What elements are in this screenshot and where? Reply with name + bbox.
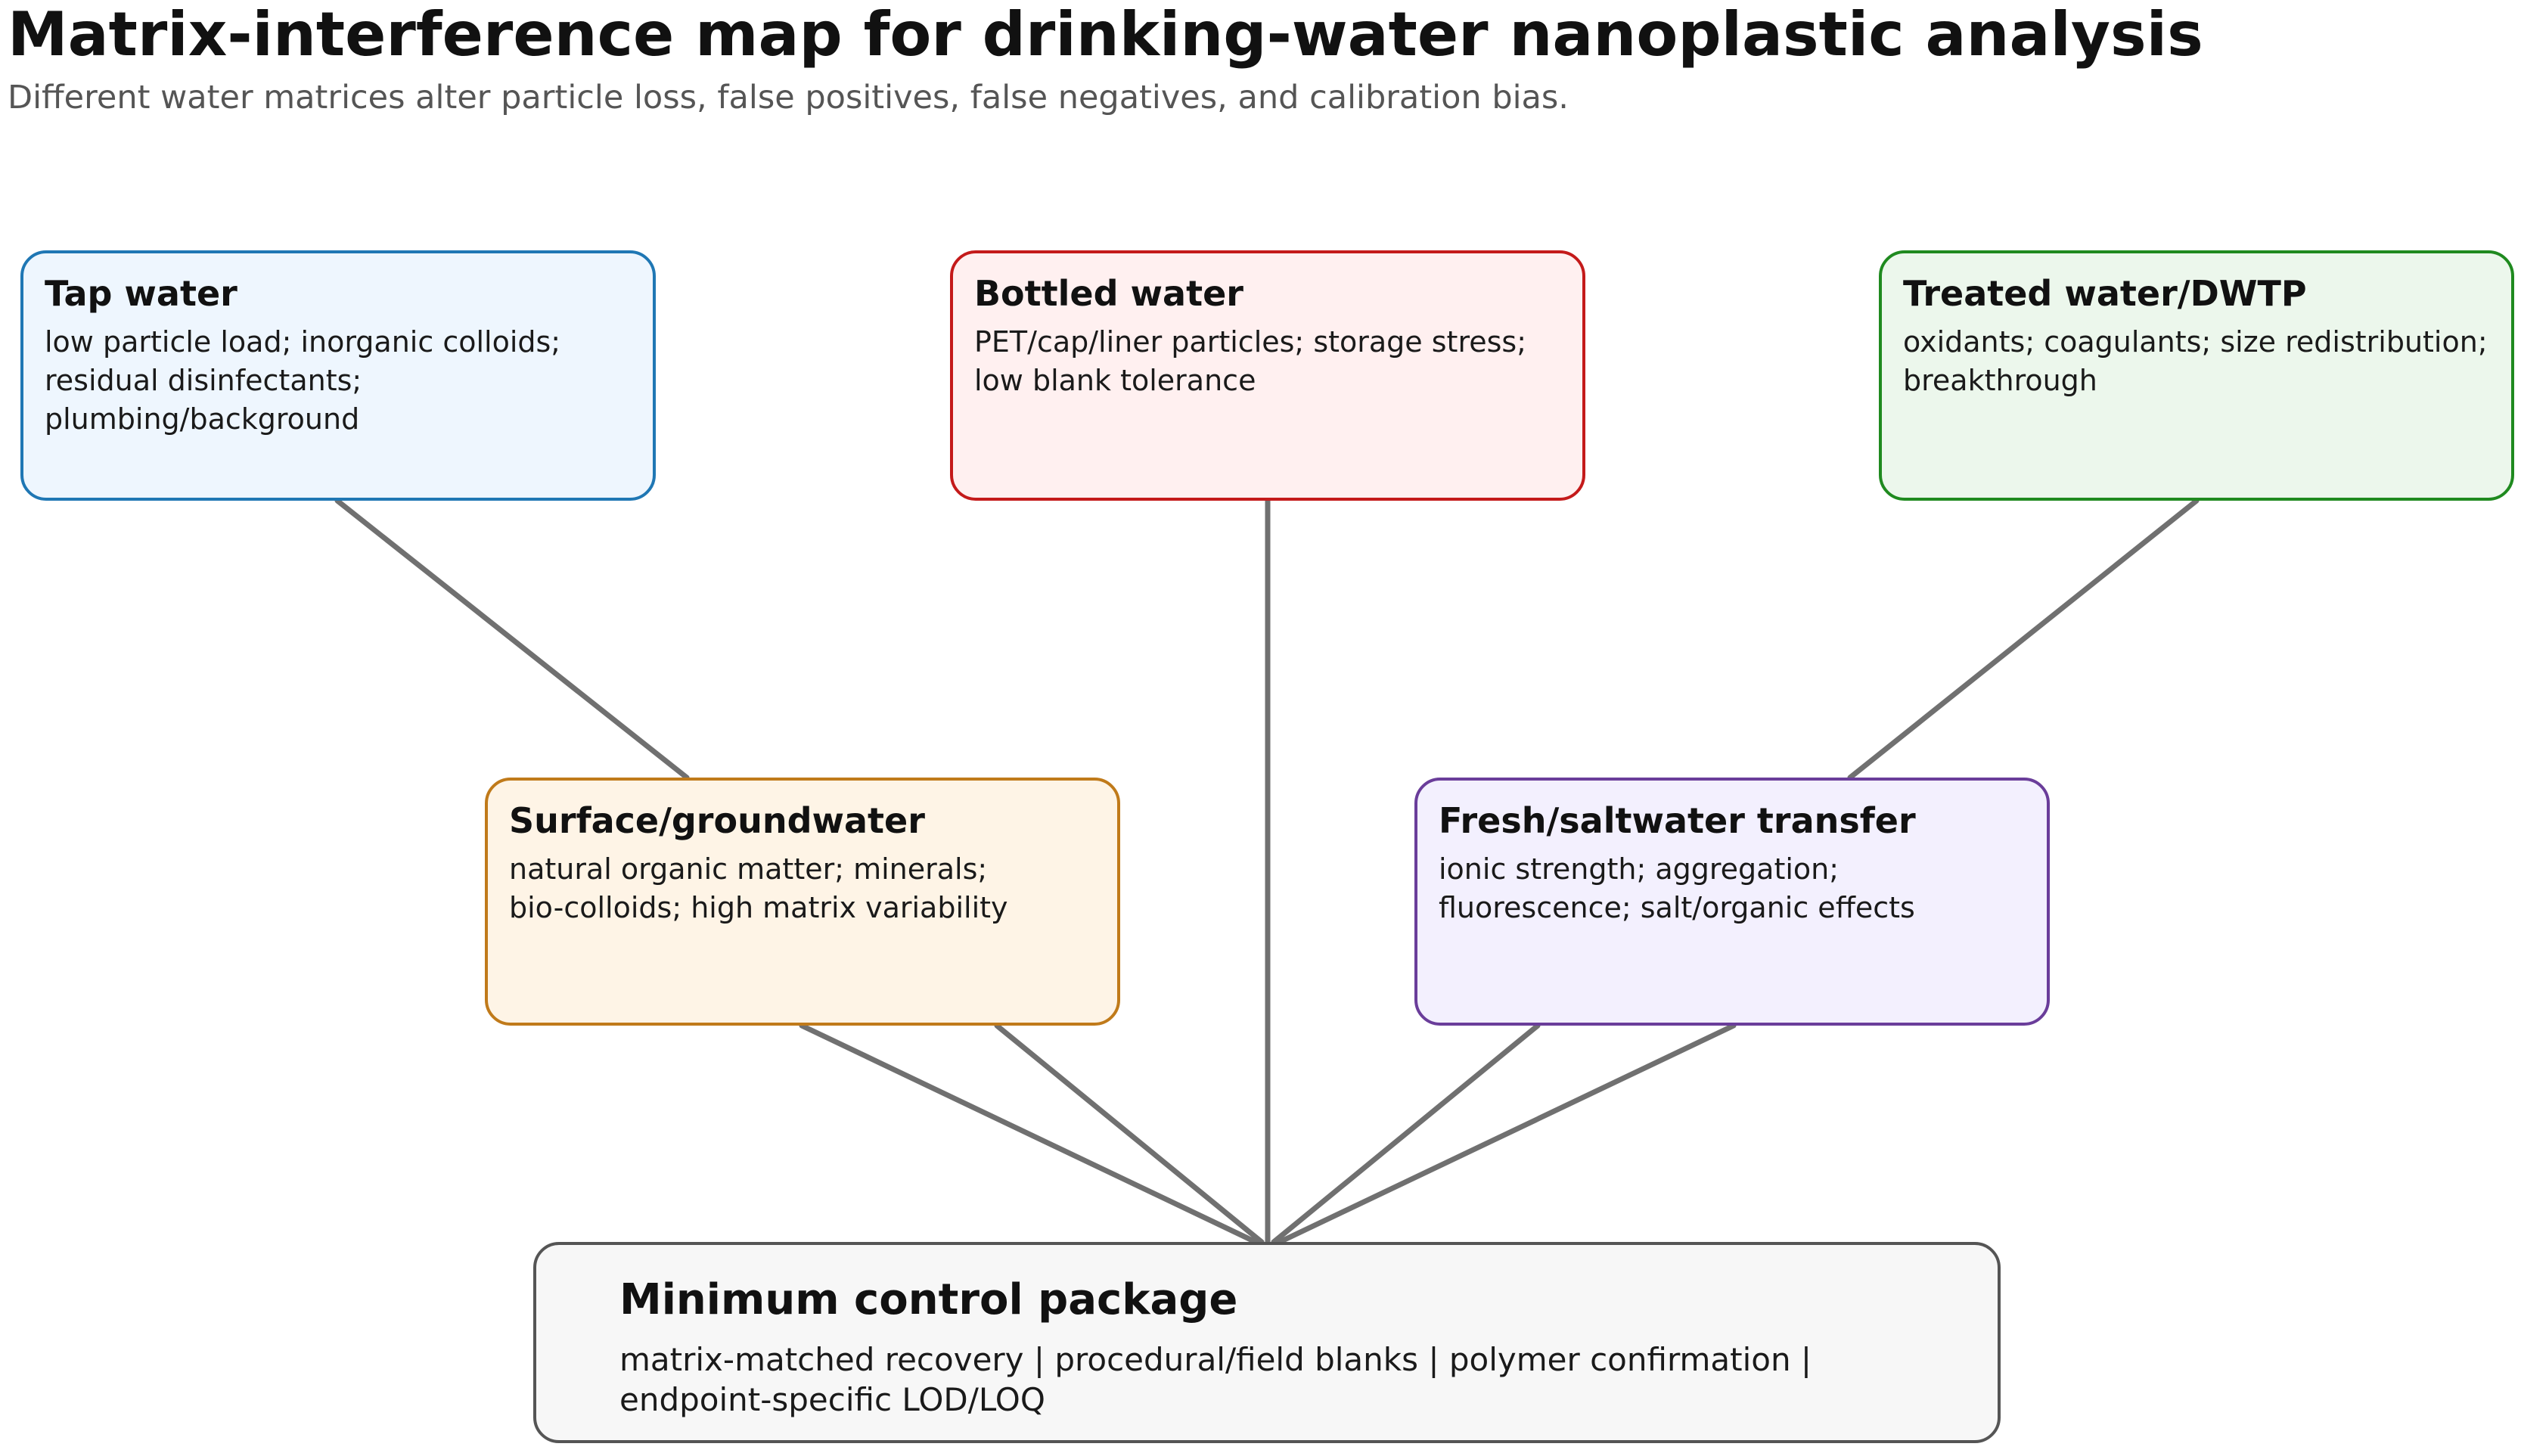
node-bottled-water: Bottled water PET/cap/liner particles; s…: [950, 250, 1585, 501]
node-title: Tap water: [45, 273, 238, 314]
node-description-line: PET/cap/liner particles; storage stress;: [974, 325, 1527, 359]
node-description-line: endpoint-specific LOD/LOQ: [619, 1381, 1045, 1418]
node-description: low particle load; inorganic colloids; r…: [45, 323, 632, 439]
node-description-line: low blank tolerance: [974, 364, 1256, 397]
node-description: PET/cap/liner particles; storage stress;…: [974, 323, 1561, 400]
node-description: matrix-matched recovery | procedural/fie…: [619, 1340, 1914, 1420]
node-description-line: fluorescence; salt/organic effects: [1439, 891, 1915, 924]
node-description: ionic strength; aggregation; fluorescenc…: [1439, 850, 2026, 927]
edge-surface-to-control-b: [994, 1023, 1265, 1245]
diagram-subtitle: Different water matrices alter particle …: [8, 79, 1569, 116]
node-title: Minimum control package: [619, 1275, 1238, 1324]
node-description-line: plumbing/background: [45, 402, 360, 436]
node-fresh-saltwater-transfer: Fresh/saltwater transfer ionic strength;…: [1414, 778, 2050, 1026]
node-description-line: residual disinfectants;: [45, 364, 362, 397]
node-minimum-control-package: Minimum control package matrix-matched r…: [533, 1242, 2001, 1443]
edge-surface-to-control-a: [799, 1023, 1259, 1245]
node-description-line: bio-colloids; high matrix variability: [509, 891, 1008, 924]
node-description: oxidants; coagulants; size redistributio…: [1903, 323, 2490, 400]
node-description: natural organic matter; minerals; bio-co…: [509, 850, 1096, 927]
node-description-line: matrix-matched recovery | procedural/fie…: [619, 1341, 1812, 1378]
node-description-line: oxidants; coagulants; size redistributio…: [1903, 325, 2488, 359]
node-description-line: low particle load; inorganic colloids;: [45, 325, 561, 359]
node-description-line: ionic strength; aggregation;: [1439, 852, 1840, 886]
node-title: Fresh/saltwater transfer: [1439, 800, 1916, 841]
node-description-line: breakthrough: [1903, 364, 2097, 397]
edge-treated-to-fresh: [1847, 498, 2200, 781]
node-description-line: natural organic matter; minerals;: [509, 852, 988, 886]
edge-tap-to-surface: [334, 498, 690, 781]
node-title: Bottled water: [974, 273, 1243, 314]
node-title: Surface/groundwater: [509, 800, 925, 841]
edge-fresh-to-control-a: [1271, 1023, 1541, 1245]
node-treated-water: Treated water/DWTP oxidants; coagulants;…: [1879, 250, 2514, 501]
node-surface-groundwater: Surface/groundwater natural organic matt…: [485, 778, 1120, 1026]
edge-fresh-to-control-b: [1277, 1023, 1737, 1245]
node-tap-water: Tap water low particle load; inorganic c…: [20, 250, 656, 501]
node-title: Treated water/DWTP: [1903, 273, 2307, 314]
diagram-title: Matrix-interference map for drinking-wat…: [8, 0, 2203, 70]
